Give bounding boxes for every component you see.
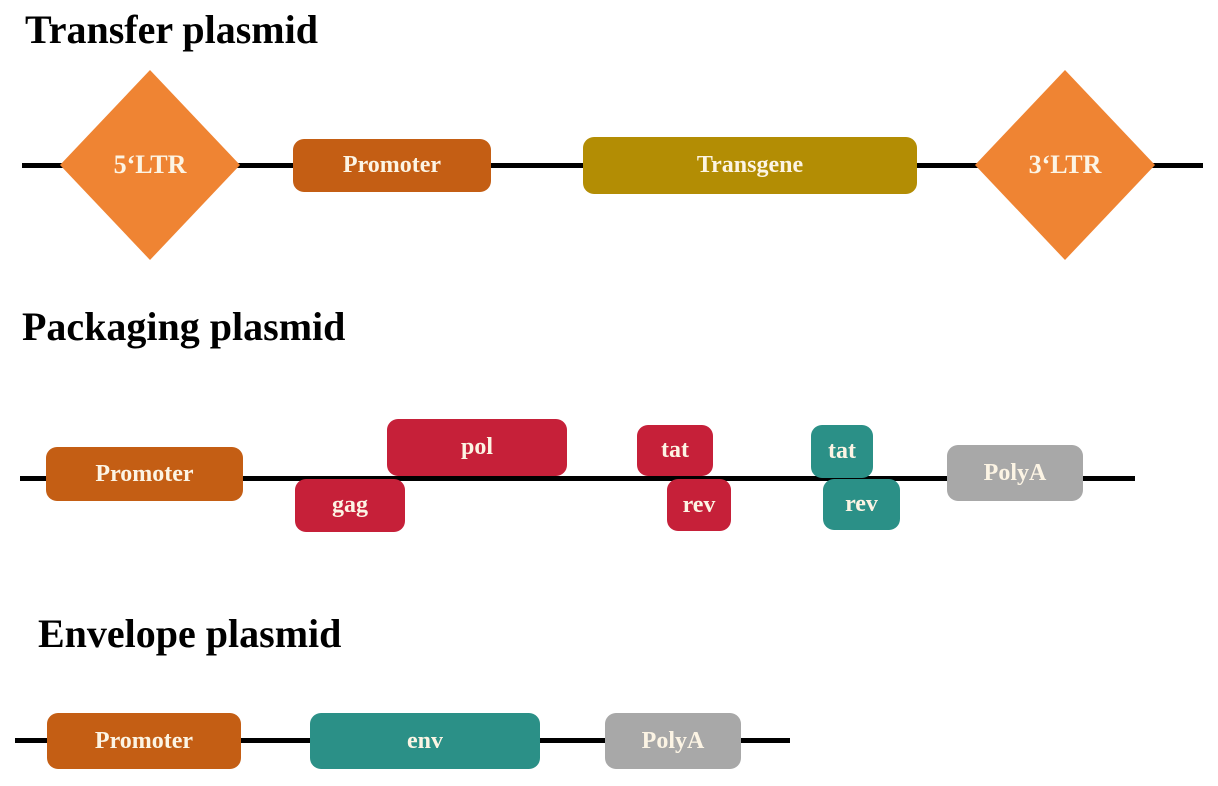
envelope-promoter-label: Promoter [94,727,194,754]
packaging-tat1-box: tat [637,425,713,476]
transfer-3ltr-label: 3‘LTR [1028,150,1102,179]
packaging-rev2-box: rev [823,479,900,530]
packaging-rev1-label: rev [682,491,716,518]
transfer-transgene-box: Transgene [583,137,917,194]
packaging-polya-label: PolyA [983,459,1047,486]
packaging-promoter-label: Promoter [95,460,194,487]
transfer-3ltr-diamond: 3‘LTR [975,70,1155,260]
packaging-tat2-box: tat [811,425,873,478]
envelope-promoter-box: Promoter [47,713,241,769]
envelope-polya-label: PolyA [641,727,705,754]
packaging-rev2-label: rev [845,491,878,517]
transfer-5ltr-diamond: 5‘LTR [60,70,240,260]
envelope-env-label: env [407,727,443,754]
transfer-promoter-box: Promoter [293,139,491,192]
packaging-gag-label: gag [332,492,368,518]
envelope-polya-box: PolyA [605,713,741,769]
packaging-tat2-label: tat [828,438,856,464]
packaging-pol-label: pol [460,434,493,460]
packaging-polya-box: PolyA [947,445,1083,501]
packaging-pol-box: pol [387,419,567,476]
transfer-5ltr-label: 5‘LTR [113,150,187,179]
transfer-transgene-label: Transgene [696,152,804,178]
section-title-transfer: Transfer plasmid [25,7,318,52]
section-title-envelope: Envelope plasmid [38,611,342,656]
packaging-rev1-box: rev [667,479,731,531]
transfer-promoter-label: Promoter [342,152,442,178]
packaging-gag-box: gag [295,479,405,532]
packaging-backbone-line [20,476,1135,481]
packaging-promoter-box: Promoter [46,447,243,501]
section-title-packaging: Packaging plasmid [22,304,346,349]
envelope-env-box: env [310,713,540,769]
packaging-tat1-label: tat [661,437,689,463]
